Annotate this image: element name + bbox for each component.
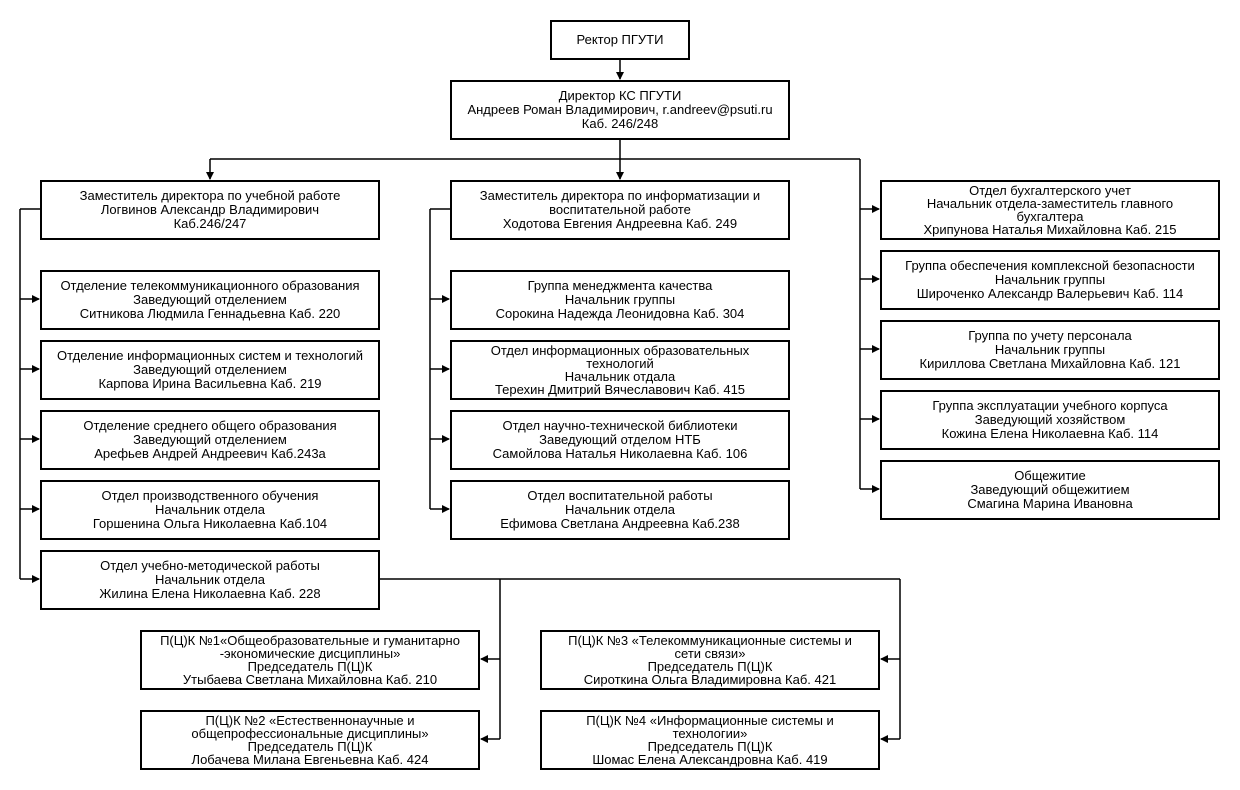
node-text: Утыбаева Светлана Михайловна Каб. 210 xyxy=(182,672,438,687)
node-text: Каб. 246/248 xyxy=(581,116,659,131)
node-text: Председатель П(Ц)К xyxy=(647,659,773,674)
node-text: Терехин Дмитрий Вячеславович Каб. 415 xyxy=(494,382,746,397)
node-text: Смагина Марина Ивановна xyxy=(967,496,1133,511)
node-text: Заместитель директора по учебной работе xyxy=(79,188,341,203)
node-text: Отделение среднего общего образования xyxy=(83,418,337,433)
node-text: Заведующий отделением xyxy=(133,432,287,447)
node-text: Начальник группы xyxy=(564,292,676,307)
node-text: Начальник отдела xyxy=(564,502,676,517)
node-text: Заведующий общежитием xyxy=(970,482,1130,497)
node-rector: Ректор ПГУТИ xyxy=(550,20,690,60)
node-text: П(Ц)К №1«Общеобразовательные и гуманитар… xyxy=(160,633,460,648)
node-text: Логвинов Александр Владимирович xyxy=(100,202,320,217)
node-dormitory: Общежитие Заведующий общежитием Смагина … xyxy=(880,460,1220,520)
node-pck-4: П(Ц)К №4 «Информационные системы и техно… xyxy=(540,710,880,770)
node-personnel: Группа по учету персонала Начальник груп… xyxy=(880,320,1220,380)
node-text: технологии» xyxy=(672,726,748,741)
node-text: Группа менеджмента качества xyxy=(527,278,713,293)
node-text: Хрипунова Наталья Михайловна Каб. 215 xyxy=(923,222,1177,237)
node-dept-telecom: Отделение телекоммуникационного образова… xyxy=(40,270,380,330)
node-text: Группа обеспечения комплексной безопасно… xyxy=(905,258,1195,273)
node-library: Отдел научно-технической библиотеки Заве… xyxy=(450,410,790,470)
node-text: Широченко Александр Валерьевич Каб. 114 xyxy=(916,286,1184,301)
node-text: Ефимова Светлана Андреевна Каб.238 xyxy=(500,516,740,531)
node-upbringing: Отдел воспитательной работы Начальник от… xyxy=(450,480,790,540)
node-text: Карпова Ирина Васильевна Каб. 219 xyxy=(98,376,322,391)
node-text: Председатель П(Ц)К xyxy=(247,659,373,674)
node-text: Ситникова Людмила Геннадьевна Каб. 220 xyxy=(79,306,341,321)
node-text: П(Ц)К №4 «Информационные системы и xyxy=(586,713,834,728)
node-text: Отдел бухгалтерского учет xyxy=(969,183,1131,198)
node-text: П(Ц)К №3 «Телекоммуникационные системы и xyxy=(568,633,852,648)
node-text: Начальник группы xyxy=(994,272,1106,287)
node-text: сети связи» xyxy=(674,646,746,661)
node-text: бухгалтера xyxy=(1016,209,1084,224)
node-text: Общежитие xyxy=(1014,468,1086,483)
node-text: Начальник группы xyxy=(994,342,1106,357)
node-pck-3: П(Ц)К №3 «Телекоммуникационные системы и… xyxy=(540,630,880,690)
node-text: Каб.246/247 xyxy=(173,216,247,231)
node-text: Начальник отдела-заместитель главного xyxy=(926,196,1174,211)
node-text: Группа по учету персонала xyxy=(968,328,1132,343)
node-text: Самойлова Наталья Николаевна Каб. 106 xyxy=(492,446,748,461)
node-text: Отдел учебно-методической работы xyxy=(100,558,320,573)
node-text: Начальник отдела xyxy=(154,572,266,587)
node-quality: Группа менеджмента качества Начальник гр… xyxy=(450,270,790,330)
node-director: Директор КС ПГУТИ Андреев Роман Владимир… xyxy=(450,80,790,140)
node-ites: Отдел информационных образовательных тех… xyxy=(450,340,790,400)
node-text: Заведующий отделом НТБ xyxy=(539,432,701,447)
node-text: Ходотова Евгения Андреевна Каб. 249 xyxy=(502,216,738,231)
node-text: Кожина Елена Николаевна Каб. 114 xyxy=(941,426,1159,441)
node-text: Начальник отдела xyxy=(154,502,266,517)
node-text: воспитательной работе xyxy=(549,202,691,217)
node-text: Горшенина Ольга Николаевна Каб.104 xyxy=(92,516,328,531)
node-security: Группа обеспечения комплексной безопасно… xyxy=(880,250,1220,310)
node-dept-general: Отделение среднего общего образования За… xyxy=(40,410,380,470)
node-deputy-info: Заместитель директора по информатизации … xyxy=(450,180,790,240)
node-text: технологий xyxy=(586,356,654,371)
node-text: Отдел воспитательной работы xyxy=(527,488,713,503)
node-dept-practice: Отдел производственного обучения Начальн… xyxy=(40,480,380,540)
node-text: Шомас Елена Александровна Каб. 419 xyxy=(592,752,828,767)
node-text: Отдел научно-технической библиотеки xyxy=(502,418,738,433)
node-pck-2: П(Ц)К №2 «Естественнонаучные и общепрофе… xyxy=(140,710,480,770)
node-text: общепрофессиональные дисциплины» xyxy=(191,726,429,741)
node-text: Председатель П(Ц)К xyxy=(647,739,773,754)
node-text: Андреев Роман Владимирович, r.andreev@ps… xyxy=(467,102,773,117)
node-dept-method: Отдел учебно-методической работы Начальн… xyxy=(40,550,380,610)
node-accounting: Отдел бухгалтерского учет Начальник отде… xyxy=(880,180,1220,240)
node-dept-is: Отделение информационных систем и технол… xyxy=(40,340,380,400)
node-deputy-study: Заместитель директора по учебной работе … xyxy=(40,180,380,240)
node-building: Группа эксплуатации учебного корпуса Зав… xyxy=(880,390,1220,450)
node-text: Сорокина Надежда Леонидовна Каб. 304 xyxy=(495,306,745,321)
node-pck-1: П(Ц)К №1«Общеобразовательные и гуманитар… xyxy=(140,630,480,690)
node-text: Отдел информационных образовательных xyxy=(490,343,750,358)
node-text: Отделение информационных систем и технол… xyxy=(57,348,363,363)
node-text: Заведующий хозяйством xyxy=(974,412,1126,427)
node-text: Лобачева Милана Евгеньевна Каб. 424 xyxy=(191,752,429,767)
node-text: Отделение телекоммуникационного образова… xyxy=(60,278,360,293)
node-text: Заместитель директора по информатизации … xyxy=(479,188,761,203)
node-text: Начальник отдала xyxy=(564,369,676,384)
node-text: Жилина Елена Николаевна Каб. 228 xyxy=(99,586,321,601)
node-text: Группа эксплуатации учебного корпуса xyxy=(932,398,1168,413)
node-text: Кириллова Светлана Михайловна Каб. 121 xyxy=(919,356,1181,371)
node-text: Сироткина Ольга Владимировна Каб. 421 xyxy=(583,672,837,687)
node-text: Директор КС ПГУТИ xyxy=(558,88,682,103)
node-text: П(Ц)К №2 «Естественнонаучные и xyxy=(205,713,415,728)
node-text: Заведующий отделением xyxy=(133,292,287,307)
node-text: Председатель П(Ц)К xyxy=(247,739,373,754)
node-text: Ректор ПГУТИ xyxy=(576,32,664,47)
node-text: -экономические дисциплины» xyxy=(219,646,401,661)
node-text: Отдел производственного обучения xyxy=(101,488,319,503)
node-text: Арефьев Андрей Андреевич Каб.243а xyxy=(94,446,326,461)
node-text: Заведующий отделением xyxy=(133,362,287,377)
